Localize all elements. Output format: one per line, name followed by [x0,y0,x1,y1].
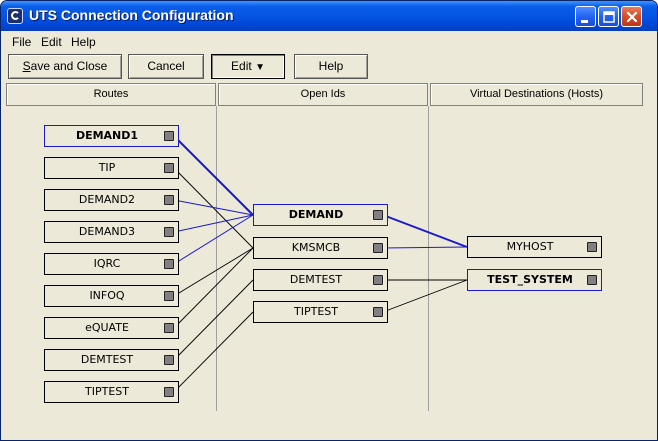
connector-port-icon[interactable] [373,307,383,317]
close-icon [626,11,638,23]
routes-node-iqrc[interactable]: IQRC [44,253,179,275]
hosts-node-label: TEST_SYSTEM [487,273,573,286]
menu-help[interactable]: Help [71,35,96,49]
open_ids-node-label: DEMAND [288,208,344,221]
window-bottom-edge [1,435,657,440]
routes-node-demand1[interactable]: DEMAND1 [44,125,179,147]
save-and-close-button[interactable]: Save and Close [8,54,122,79]
app-icon [7,8,23,24]
routes-node-label: eQUATE [85,321,129,334]
routes-node-equate[interactable]: eQUATE [44,317,179,339]
connector-port-icon[interactable] [587,242,597,252]
column-header-open-ids: Open Ids [218,83,428,106]
routes-node-label: TIPTEST [85,385,129,398]
routes-node-label: INFOQ [89,289,125,302]
routes-node-label: IQRC [93,257,121,270]
connector-port-icon[interactable] [164,387,174,397]
close-button[interactable] [621,6,642,27]
column-header-hosts: Virtual Destinations (Hosts) [430,83,643,106]
menu-file[interactable]: File [12,35,32,49]
open_ids-node-label: DEMTEST [289,273,343,286]
routes-node-label: DEMAND3 [78,225,136,238]
minimize-button[interactable] [575,6,596,27]
connector-port-icon[interactable] [373,210,383,220]
save-and-close-label: ave and Close [30,59,108,73]
wire-route-to-open-id [173,214,254,233]
wire-route-to-open-id [173,199,254,216]
routes-node-label: DEMTEST [80,353,134,366]
wire-route-to-open-id [173,311,254,393]
open_ids-node-label: TIPTEST [294,305,338,318]
routes-node-demand2[interactable]: DEMAND2 [44,189,179,211]
routes-node-label: DEMAND2 [78,193,136,206]
hosts-node-myhost[interactable]: MYHOST [467,236,602,258]
hosts-node-label: MYHOST [506,240,554,253]
wire-open-id-to-host [382,246,468,249]
wire-route-to-open-id [173,247,254,329]
column-header-routes: Routes [6,83,216,106]
connector-port-icon[interactable] [164,355,174,365]
maximize-icon [603,11,615,23]
wire-open-id-to-host [382,279,468,313]
connector-port-icon[interactable] [164,131,174,141]
edit-label: Edit [231,59,252,73]
routes-node-demand3[interactable]: DEMAND3 [44,221,179,243]
wire-route-to-open-id [173,279,254,361]
column-divider [428,106,429,411]
minimize-icon [581,20,588,23]
open_ids-node-label: KMSMCB [291,241,341,254]
connector-port-icon[interactable] [164,195,174,205]
routes-node-demtest[interactable]: DEMTEST [44,349,179,371]
help-button[interactable]: Help [294,54,368,79]
connector-port-icon[interactable] [373,275,383,285]
connector-port-icon[interactable] [164,259,174,269]
connector-port-icon[interactable] [164,227,174,237]
routes-node-infoq[interactable]: INFOQ [44,285,179,307]
window-title: UTS Connection Configuration [29,7,234,23]
open_ids-node-demand[interactable]: DEMAND [253,204,388,226]
connector-port-icon[interactable] [373,243,383,253]
connector-port-icon[interactable] [587,275,597,285]
cancel-button[interactable]: Cancel [128,54,204,79]
hosts-node-test-system[interactable]: TEST_SYSTEM [467,269,602,291]
save-and-close-mnemonic: S [22,59,31,73]
open_ids-node-demtest[interactable]: DEMTEST [253,269,388,291]
connector-port-icon[interactable] [164,163,174,173]
wire-route-to-open-id-emphasis [173,135,254,216]
connector-port-icon[interactable] [164,291,174,301]
menu-bar: File Edit Help [5,33,653,51]
open_ids-node-tiptest[interactable]: TIPTEST [253,301,388,323]
title-bar[interactable]: UTS Connection Configuration [1,1,657,31]
open_ids-node-kmsmcb[interactable]: KMSMCB [253,237,388,259]
column-divider [216,106,217,411]
wire-open-id-to-host [382,214,468,248]
routes-node-label: DEMAND1 [75,129,139,142]
connector-port-icon[interactable] [164,323,174,333]
menu-edit[interactable]: Edit [41,35,62,49]
routes-node-tiptest[interactable]: TIPTEST [44,381,179,403]
edit-dropdown-button[interactable]: Edit ▼ [211,54,285,79]
maximize-button[interactable] [598,6,619,27]
wire-route-to-open-id [173,247,254,297]
dropdown-arrow-icon: ▼ [255,62,265,73]
routes-node-label: TIP [98,161,116,174]
wire-route-to-open-id [173,214,254,265]
routes-node-tip[interactable]: TIP [44,157,179,179]
